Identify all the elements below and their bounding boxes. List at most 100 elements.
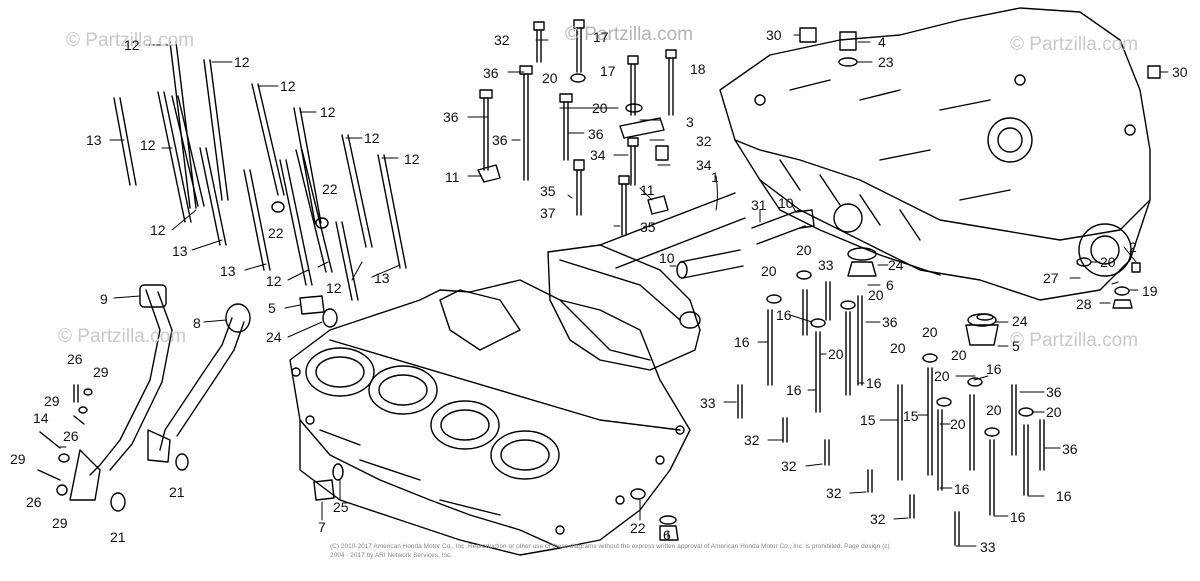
callout-15-a: 15: [860, 412, 876, 428]
callout-24-b: 24: [888, 257, 904, 273]
callout-29-b: 29: [44, 393, 60, 409]
watermark-text: © Partzilla.com: [1010, 34, 1139, 55]
upper-crankcase: [719, 7, 1151, 301]
callout-16-d: 16: [866, 375, 882, 391]
callout-18: 18: [690, 61, 706, 77]
small-hardware: [37, 384, 93, 496]
callout-32-e: 32: [826, 485, 842, 501]
callout-36-b: 36: [443, 109, 459, 125]
callout-20-f: 20: [1100, 254, 1116, 270]
callout-22-c: 22: [630, 520, 646, 536]
callout-25: 25: [333, 499, 349, 515]
callout-28: 28: [1076, 296, 1092, 312]
callout-30-b: 30: [1172, 64, 1188, 80]
callout-26-a: 26: [67, 351, 83, 367]
callout-34-a: 34: [590, 147, 606, 163]
callout-12-f: 12: [364, 130, 380, 146]
callout-14: 14: [33, 410, 49, 426]
callout-35-a: 35: [540, 183, 556, 199]
pipes: [676, 209, 815, 279]
callout-21-a: 21: [169, 484, 185, 500]
callout-20-b: 20: [592, 100, 608, 116]
callout-20-c: 20: [796, 242, 812, 258]
callout-19: 19: [1142, 283, 1158, 299]
callout-20-d: 20: [868, 287, 884, 303]
watermark-text: © Partzilla.com: [565, 24, 694, 45]
callout-12-c: 12: [280, 78, 296, 94]
callout-36-f: 36: [1046, 384, 1062, 400]
callout-22-b: 22: [322, 181, 338, 197]
callout-20-h: 20: [922, 324, 938, 340]
callout-17-b: 17: [600, 63, 616, 79]
callout-13-b: 13: [172, 243, 188, 259]
callout-36-a: 36: [483, 65, 499, 81]
callout-16-f: 16: [954, 481, 970, 497]
watermark-text: © Partzilla.com: [1010, 330, 1139, 351]
callout-20-l: 20: [950, 416, 966, 432]
callout-33-b: 33: [700, 395, 716, 411]
callout-15-b: 15: [903, 408, 919, 424]
callout-6-b: 6: [886, 277, 894, 293]
callout-20-n: 20: [1046, 404, 1062, 420]
callout-29-a: 29: [93, 364, 109, 380]
lower-crankcase: [289, 279, 691, 556]
callout-20-g: 20: [828, 346, 844, 362]
callout-36-e: 36: [882, 314, 898, 330]
callout-32-c: 32: [744, 432, 760, 448]
callout-13-a: 13: [86, 132, 102, 148]
callout-12-d: 12: [140, 137, 156, 153]
callout-8: 8: [193, 315, 201, 331]
callout-20-e: 20: [761, 263, 777, 279]
watermark-text: © Partzilla.com: [66, 30, 195, 51]
callout-13-d: 13: [374, 270, 390, 286]
callout-16-a: 16: [776, 307, 792, 323]
callout-11-b: 11: [640, 182, 655, 198]
callout-20-a: 20: [542, 70, 558, 86]
callout-31: 31: [751, 197, 767, 213]
callout-16-h: 16: [1010, 509, 1026, 525]
callout-7: 7: [318, 519, 326, 535]
callout-24-c: 24: [1012, 313, 1028, 329]
callout-17-a: 17: [593, 29, 609, 45]
oil-hoses: [69, 284, 251, 512]
studs-group: [113, 41, 407, 301]
callout-12-h: 12: [150, 222, 166, 238]
callout-10-b: 10: [659, 250, 675, 266]
copyright-notice: (C) 2010-2017 American Honda Motor Co., …: [330, 543, 890, 559]
center-bridge: [547, 192, 746, 371]
callout-32-f: 32: [870, 511, 886, 527]
callout-2: 2: [1129, 239, 1137, 255]
callout-24-a: 24: [266, 329, 282, 345]
callout-36-g: 36: [1062, 441, 1078, 457]
callout-1: 1: [711, 169, 719, 185]
callout-22-a: 22: [268, 225, 284, 241]
callout-20-j: 20: [951, 347, 967, 363]
right-bolts: [299, 27, 1161, 546]
callout-34-b: 34: [696, 157, 712, 173]
callout-33-c: 33: [980, 539, 996, 555]
callout-16-e: 16: [986, 361, 1002, 377]
callout-23: 23: [878, 54, 894, 70]
callout-12-j: 12: [326, 280, 342, 296]
callout-26-c: 26: [26, 494, 42, 510]
callout-12-a: 12: [124, 37, 140, 53]
callout-33-a: 33: [818, 257, 834, 273]
callout-5-a: 5: [268, 300, 276, 316]
callout-26-b: 26: [63, 428, 79, 444]
callout-36-c: 36: [588, 126, 604, 142]
callout-27: 27: [1043, 270, 1059, 286]
callout-12-g: 12: [404, 151, 420, 167]
callout-16-g: 16: [1056, 488, 1072, 504]
callout-37: 37: [540, 205, 556, 221]
callout-12-b: 12: [234, 54, 250, 70]
callout-16-c: 16: [786, 382, 802, 398]
callout-36-d: 36: [492, 132, 508, 148]
callout-5-b: 5: [1012, 338, 1020, 354]
callout-21-b: 21: [110, 529, 126, 545]
callout-3: 3: [686, 114, 694, 130]
callout-16-b: 16: [734, 334, 750, 350]
callout-35-b: 35: [640, 219, 656, 235]
upper-bolts: [477, 19, 677, 236]
